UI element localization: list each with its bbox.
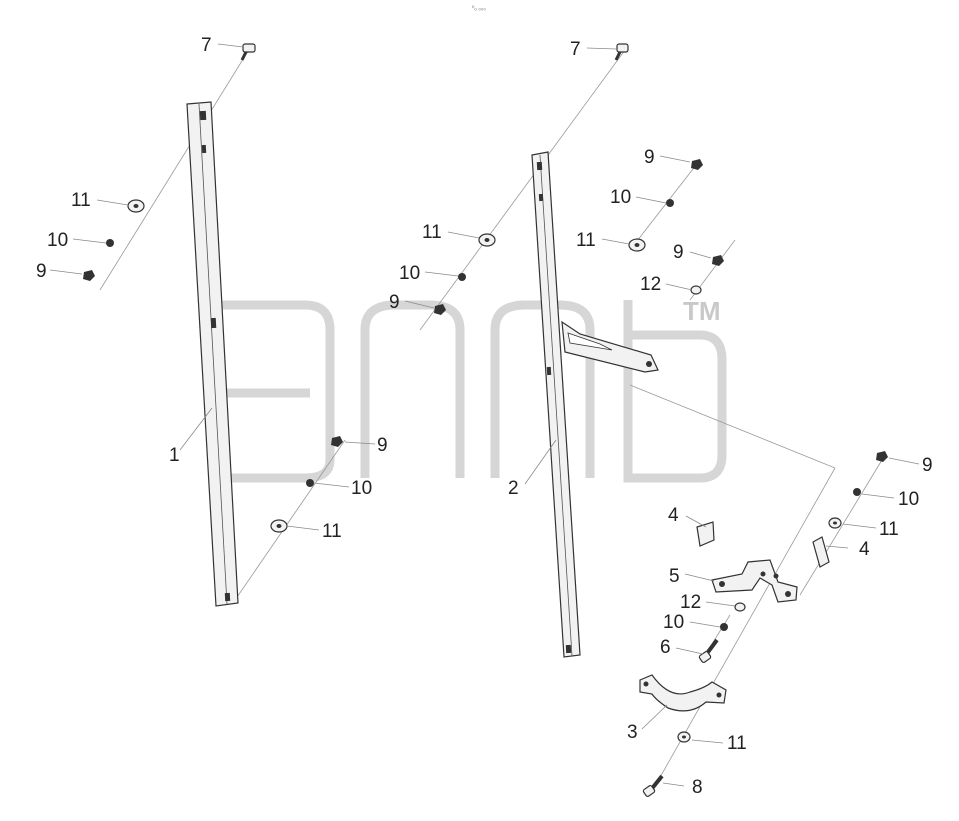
watermark-logo: TM [210,296,727,483]
bolt-part-6 [698,638,719,663]
callout-5: 5 [669,566,680,587]
callout-10: 10 [663,612,684,633]
nuts-part-9 [83,159,888,462]
support-bracket [561,320,659,373]
callout-10: 10 [351,478,372,499]
callout-4: 4 [859,539,870,560]
callout-4: 4 [668,505,679,526]
callout-11: 11 [71,190,91,211]
washers-part-11 [127,199,842,743]
callout-10: 10 [610,187,631,208]
top-caption: ⁰ₒ ₀₀₀ [472,5,486,12]
lock-washers-part-10 [106,199,861,631]
callout-11: 11 [727,733,747,754]
bar-part-2 [531,151,659,658]
callout-11: 11 [576,230,596,251]
saddle-clamp-part-3 [639,674,727,712]
bar-part-1 [186,101,239,607]
callout-9: 9 [673,242,684,263]
callout-3: 3 [627,722,638,743]
callout-10: 10 [399,263,420,284]
clamp-plate-part-5 [711,559,798,603]
callout-9: 9 [36,261,47,282]
callout-7: 7 [201,35,212,56]
leader-lines [49,43,920,787]
callout-6: 6 [660,637,671,658]
bolt-part-7-left [240,43,256,61]
callout-12: 12 [640,274,661,295]
callout-10: 10 [898,489,919,510]
callout-9: 9 [377,435,388,456]
callout-8: 8 [692,777,703,798]
bolt-part-8 [642,774,664,797]
bolt-part-7-right [614,43,629,61]
callout-12: 12 [680,592,701,613]
callout-10: 10 [47,230,68,251]
callout-11: 11 [322,521,342,542]
callout-9: 9 [389,292,400,313]
callout-9: 9 [644,147,655,168]
callout-2: 2 [508,478,519,499]
callout-7: 7 [570,39,581,60]
trademark-mark: TM [683,296,721,326]
callout-labels: 7 7 11 10 9 1 9 10 11 11 10 9 9 10 11 9 … [36,35,933,798]
callout-11: 11 [879,519,899,540]
callout-11: 11 [422,222,442,243]
pads-part-4 [696,521,830,568]
callout-1: 1 [169,445,180,466]
callout-9: 9 [922,455,933,476]
